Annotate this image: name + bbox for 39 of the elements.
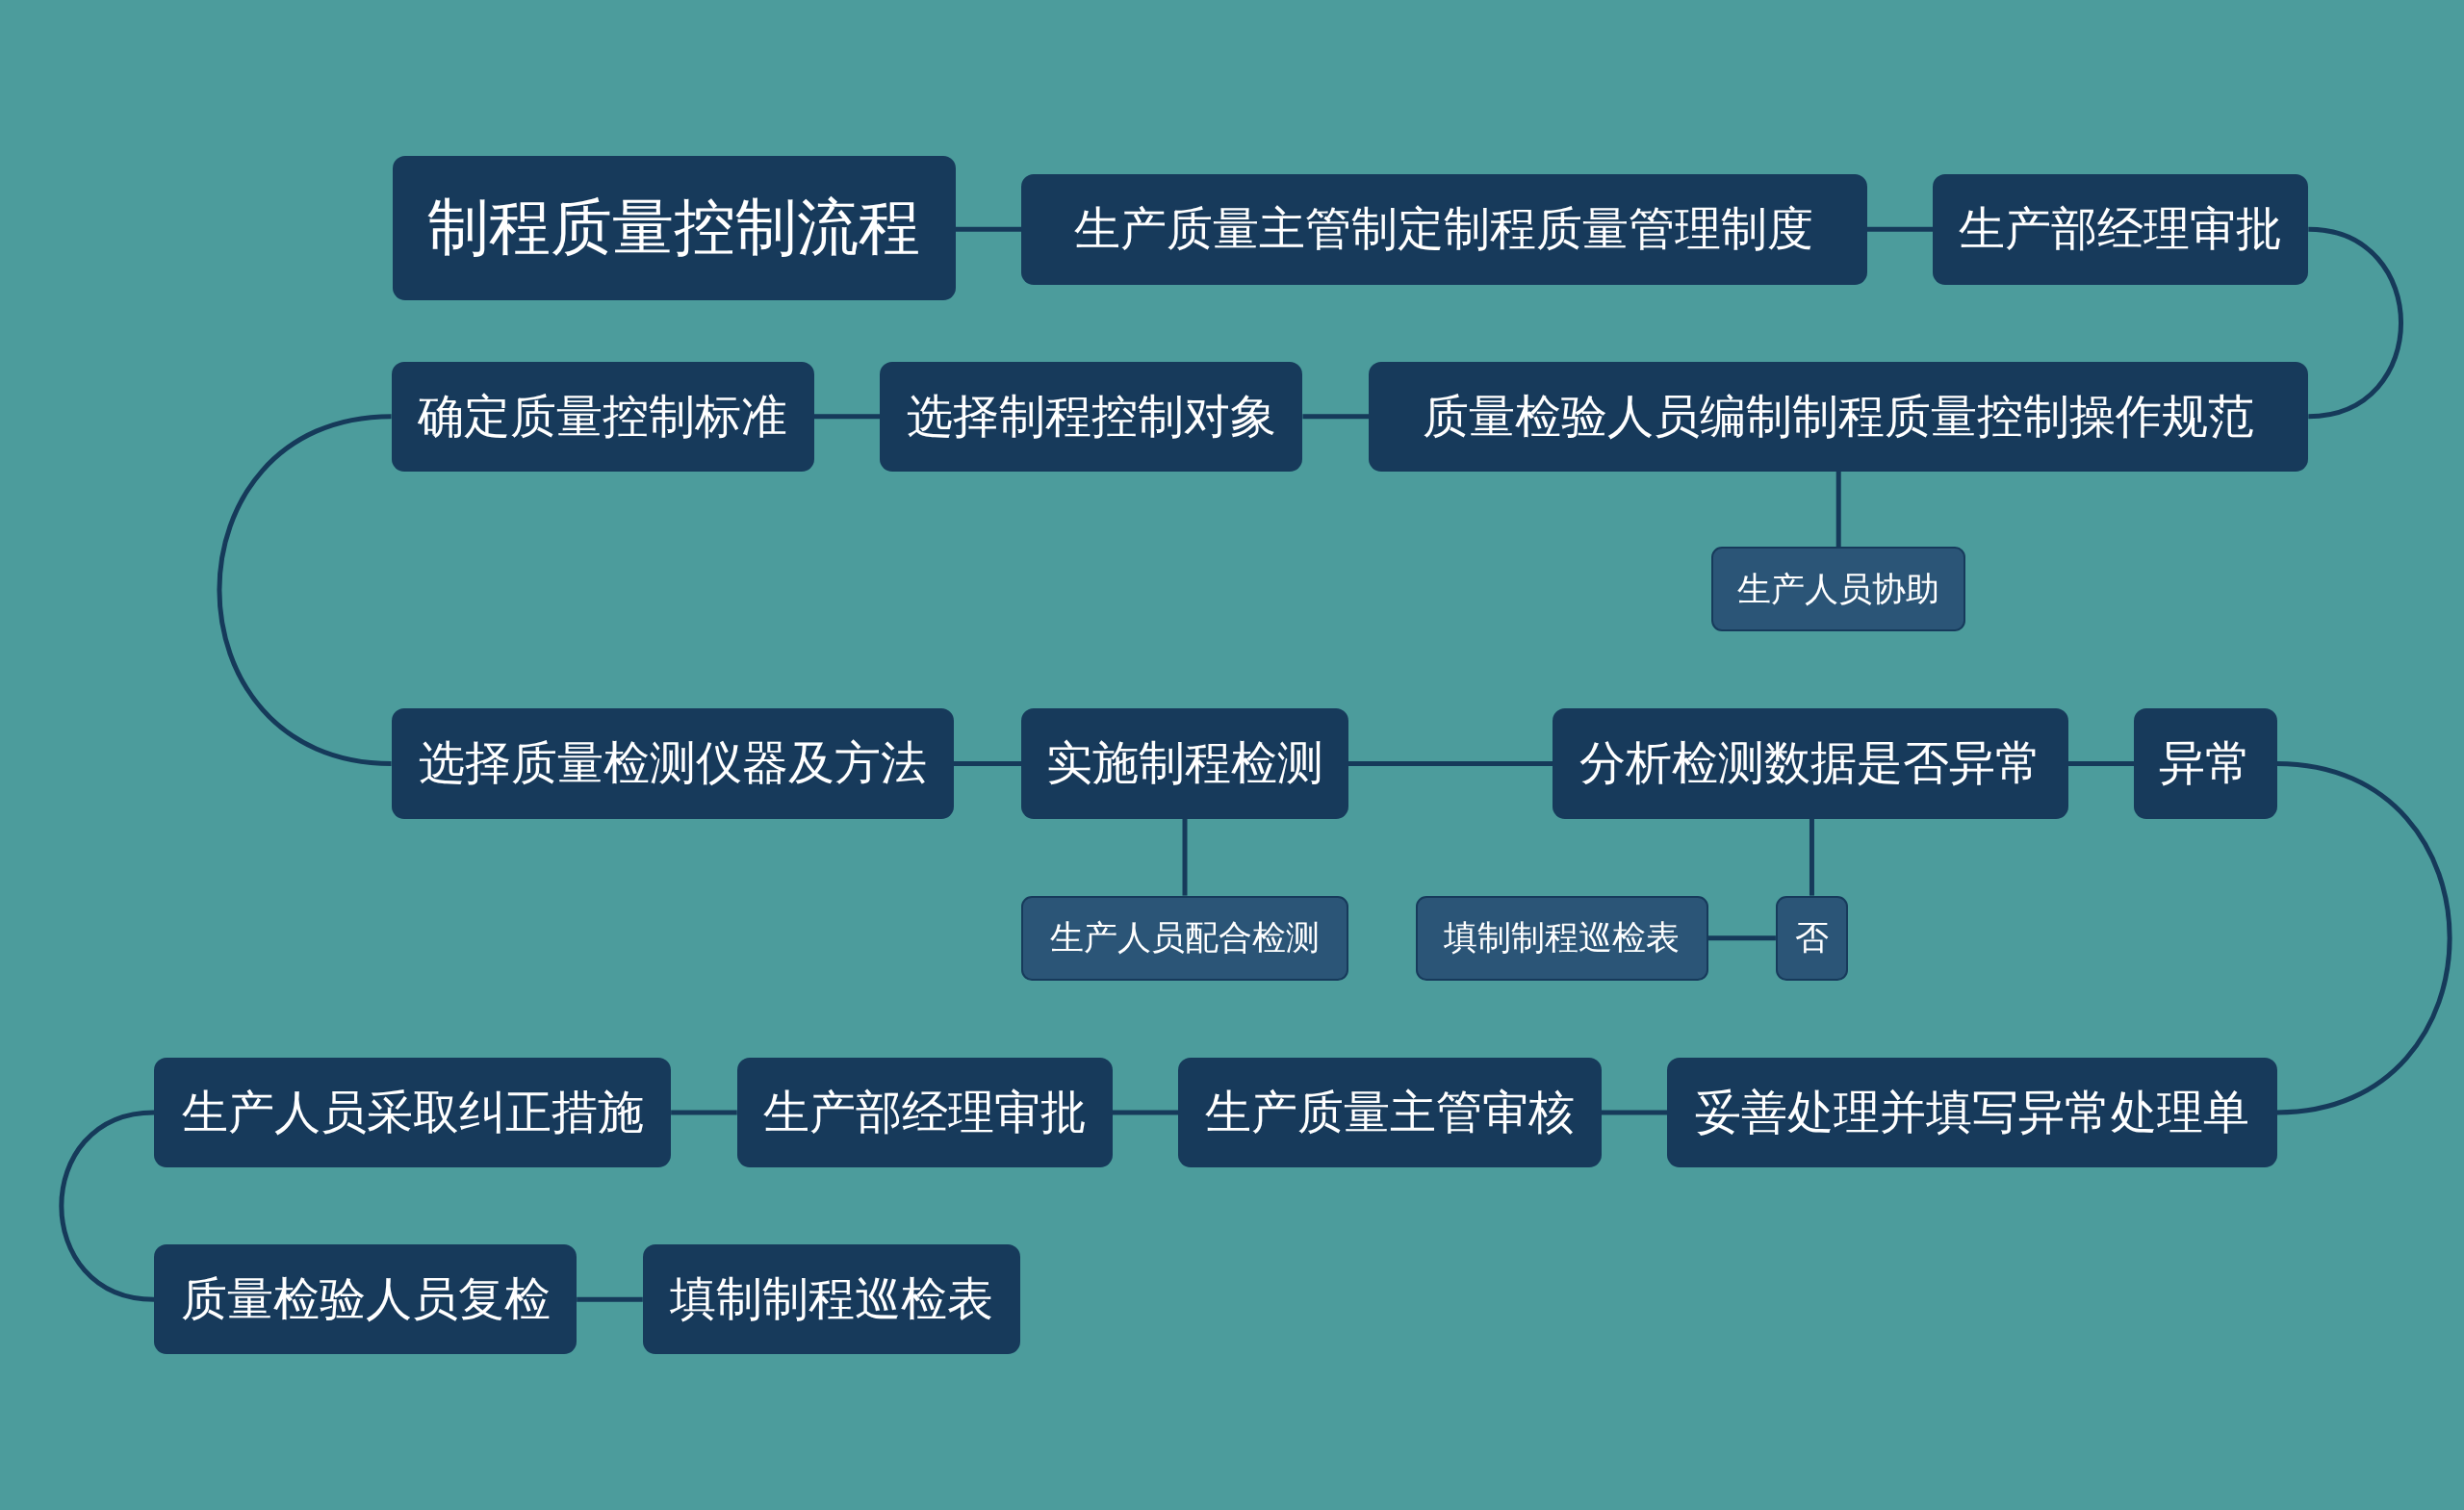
process-box: 妥善处理并填写异常处理单 bbox=[1667, 1057, 2277, 1168]
connector-line bbox=[1809, 818, 1814, 896]
connector-line bbox=[1182, 818, 1188, 896]
note-box: 否 bbox=[1775, 895, 1848, 981]
note-box: 生产人员协助 bbox=[1710, 547, 1966, 632]
process-box: 填制制程巡检表 bbox=[642, 1244, 1020, 1355]
process-box: 生产质量主管审核 bbox=[1178, 1057, 1602, 1168]
process-box: 质量检验人员编制制程质量控制操作规范 bbox=[1369, 361, 2309, 472]
connector-line bbox=[813, 414, 881, 420]
process-box: 分析检测数据是否异常 bbox=[1553, 708, 2068, 819]
connector-line bbox=[577, 1296, 643, 1302]
connector-line bbox=[217, 414, 392, 766]
process-box: 异常 bbox=[2134, 708, 2277, 819]
connector-line bbox=[1112, 1110, 1179, 1115]
connector-line bbox=[2067, 760, 2135, 766]
connector-line bbox=[1866, 226, 1934, 232]
connector-line bbox=[954, 760, 1022, 766]
connector-line bbox=[955, 226, 1022, 232]
process-box: 确定质量控制标准 bbox=[391, 361, 814, 472]
process-box: 选择制程控制对象 bbox=[880, 361, 1303, 472]
connector-line bbox=[1348, 760, 1553, 766]
connector-line bbox=[1707, 935, 1776, 941]
process-box: 选择质量检测仪器及方法 bbox=[391, 708, 954, 819]
connector-line bbox=[1302, 414, 1370, 420]
connector-line bbox=[1835, 471, 1841, 548]
connector-line bbox=[2276, 761, 2452, 1115]
title-box: 制程质量控制流程 bbox=[393, 155, 956, 300]
connector-line bbox=[59, 1110, 155, 1302]
process-box: 质量检验人员复检 bbox=[154, 1244, 578, 1355]
process-box: 生产部经理审批 bbox=[1933, 174, 2309, 285]
connector-line bbox=[671, 1110, 737, 1115]
note-box: 生产人员配合检测 bbox=[1021, 895, 1348, 981]
note-box: 填制制程巡检表 bbox=[1416, 895, 1708, 981]
connector-line bbox=[2308, 226, 2403, 420]
process-box: 生产质量主管制定制程质量管理制度 bbox=[1021, 174, 1867, 285]
process-box: 实施制程检测 bbox=[1021, 708, 1348, 819]
connector-line bbox=[1601, 1110, 1668, 1115]
process-box: 生产人员采取纠正措施 bbox=[154, 1057, 672, 1168]
process-box: 生产部经理审批 bbox=[736, 1057, 1113, 1168]
